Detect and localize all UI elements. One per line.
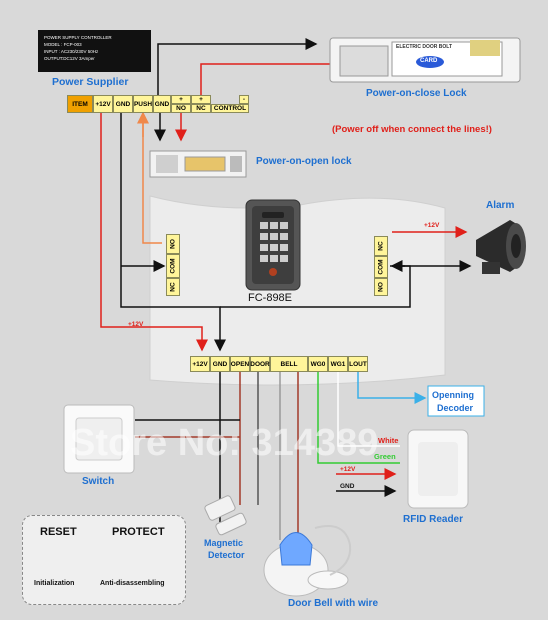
right-relay-no: NO <box>374 278 388 296</box>
bottom-terminal-gnd: GND <box>210 356 230 372</box>
bottom-terminal-open: OPEN <box>230 356 250 372</box>
lock-model-text: ELECTRIC DOOR BOLT <box>396 44 453 50</box>
right-relay-nc: NC <box>374 236 388 256</box>
psu-line-2: MODEL : FCP-003 <box>44 42 82 47</box>
terminal-12v: +12V <box>93 95 113 113</box>
psu-line-3: INPUT : AC230/230V 50Hz <box>44 49 99 54</box>
psu-line-4: OUTPUT:DC12V 3Amper <box>44 56 95 61</box>
opening-decoder-label-1: Openning <box>432 390 474 400</box>
opening-decoder-box <box>427 385 485 417</box>
buttons-panel <box>22 515 186 605</box>
rfid-reader-label: RFID Reader <box>403 514 464 525</box>
wire-gnd-to-controller <box>120 113 226 352</box>
terminal-no: NO <box>171 104 191 113</box>
terminal-push: PUSH <box>133 95 153 113</box>
bottom-terminal-wg1: WG1 <box>328 356 348 372</box>
rfid-12v-label: +12V <box>340 466 356 473</box>
wire-nc-to-close-lock <box>200 58 344 95</box>
wire-wg0 <box>317 372 400 464</box>
bottom-terminal-wg0: WG0 <box>308 356 328 372</box>
store-watermark: Store No: 314389 <box>70 422 379 464</box>
rfid-reader-device <box>407 429 469 509</box>
close-lock-image <box>329 37 521 83</box>
terminal-nc: NC <box>191 104 211 113</box>
initialization-label: Initialization <box>34 580 75 587</box>
power-off-note: (Power off when connect the lines!) <box>332 124 492 135</box>
open-lock-image <box>149 150 247 178</box>
bottom-terminal-lout: LOUT <box>348 356 368 372</box>
wire-wg1 <box>337 372 400 447</box>
terminal-control: CONTROL <box>211 104 249 113</box>
model-label: FC-898E <box>248 292 293 304</box>
white-wire-label: White <box>378 436 399 445</box>
anti-disassembling-label: Anti-disassembling <box>100 580 165 587</box>
wire-12v-to-controller <box>100 113 208 352</box>
terminal-gnd: GND <box>113 95 133 113</box>
terminal-minus: - <box>239 95 249 104</box>
protect-label: PROTECT <box>112 526 165 538</box>
opening-decoder-label-2: Decoder <box>437 403 474 413</box>
wire-push-to-relay-no <box>142 117 162 244</box>
bottom-terminal-bell: BELL <box>270 356 308 372</box>
alarm-label: Alarm <box>486 200 515 211</box>
wire-label-12v: +12V <box>128 321 144 328</box>
left-relay-nc: NC <box>166 278 180 296</box>
bottom-terminal-door: DOOR <box>250 356 270 372</box>
terminal-gnd-2: GND <box>153 95 171 113</box>
keypad-device <box>245 199 301 291</box>
right-relay-com: COM <box>374 256 388 278</box>
terminal-nc-plus: + <box>191 95 211 104</box>
magnetic-detector-label-1: Magnetic <box>204 538 244 548</box>
magnetic-detector-label-2: Detector <box>208 550 245 560</box>
bottom-terminal-12v: +12V <box>190 356 210 372</box>
power-on-close-lock-label: Power-on-close Lock <box>366 88 467 99</box>
power-supply-label: POWER SUPPLY CONTROLLER MODEL : FCP-003 … <box>38 30 151 72</box>
switch-label: Switch <box>82 476 115 487</box>
reset-label: RESET <box>40 526 77 538</box>
controller-board <box>149 195 446 386</box>
alarm-siren <box>476 220 526 274</box>
left-relay-no: NO <box>166 234 180 254</box>
door-bell-label: Door Bell with wire <box>288 598 379 609</box>
power-on-open-lock-label: Power-on-open lock <box>256 156 352 167</box>
wire-lout <box>357 372 427 404</box>
door-bell-device <box>263 525 352 597</box>
alarm-12v-label: +12V <box>424 222 440 229</box>
lock-brand-text: CARD <box>420 58 438 64</box>
terminal-item: ITEM <box>67 95 93 113</box>
switch-device <box>63 404 135 474</box>
psu-line-1: POWER SUPPLY CONTROLLER <box>44 35 112 40</box>
power-supplier-label: Power Supplier <box>52 76 129 88</box>
left-relay-com: COM <box>166 254 180 278</box>
rfid-gnd-label: GND <box>340 483 355 490</box>
magnetic-detector-device <box>204 495 247 536</box>
terminal-no-plus: + <box>171 95 191 104</box>
wire-gnd-to-close-lock <box>157 38 318 95</box>
green-wire-label: Green <box>374 452 396 461</box>
